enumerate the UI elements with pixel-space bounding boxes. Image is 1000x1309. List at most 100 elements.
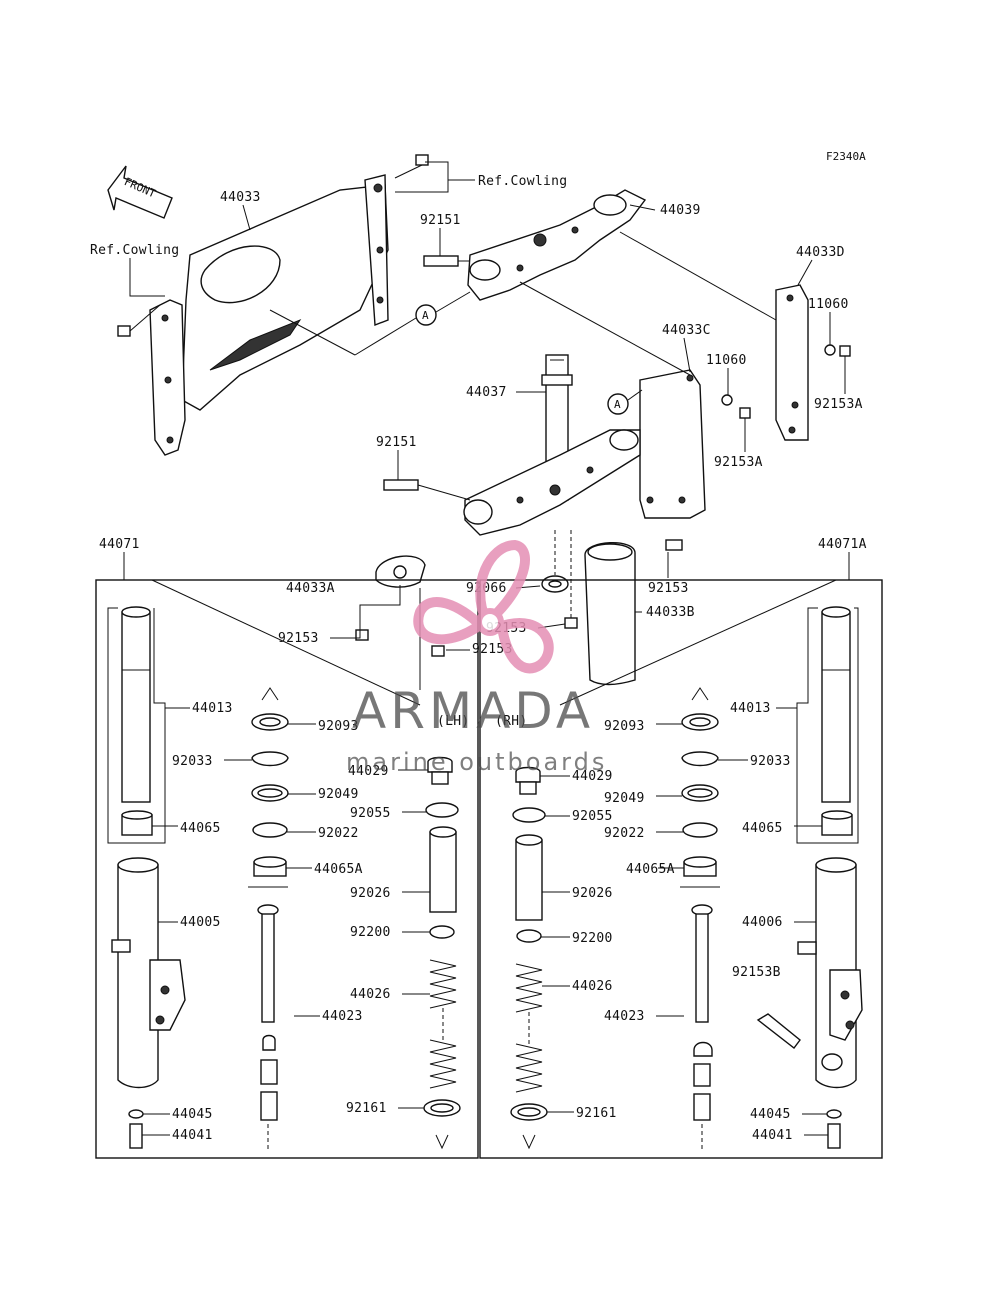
label-44006: 44006 xyxy=(742,915,783,930)
bracket-44033 xyxy=(181,174,389,411)
damper-rod-44023-right xyxy=(680,886,720,1150)
label-92153A-mid: 92153A xyxy=(714,455,763,470)
bolt-icon xyxy=(431,645,445,657)
washer-92022-left xyxy=(252,822,288,838)
label-92151-mid: 92151 xyxy=(376,435,417,450)
label-44045-left: 44045 xyxy=(172,1107,213,1122)
label-44023-left: 44023 xyxy=(322,1009,363,1024)
bushing-44065A-left xyxy=(253,856,287,877)
label-92153-b: 92153 xyxy=(278,631,319,646)
clip-92033-right xyxy=(681,751,719,767)
label-44033: 44033 xyxy=(220,190,261,205)
spring-44026-left xyxy=(429,959,457,1089)
label-44033D: 44033D xyxy=(796,245,845,260)
watermark-tagline: marine outboards xyxy=(346,748,607,776)
bolt-92153B xyxy=(756,1013,801,1049)
label-44005: 44005 xyxy=(180,915,221,930)
outer-tube-44006 xyxy=(797,857,863,1089)
right-fork-frame xyxy=(479,579,883,1159)
washer-44045-right xyxy=(826,1109,842,1119)
o-ring-92055-left xyxy=(425,802,459,818)
label-rh: (RH) xyxy=(495,714,528,729)
inner-tube-44013-right xyxy=(821,606,851,803)
seal-92161-right xyxy=(510,1103,548,1150)
damper-rod-44023-left xyxy=(248,886,288,1150)
spacer-92026-left xyxy=(429,826,457,913)
watermark-brand: ARMADA xyxy=(352,682,594,740)
marker-a-icon: A xyxy=(269,291,471,356)
side-plate-left xyxy=(149,299,186,456)
bolt-44041-right xyxy=(827,1123,841,1149)
figure-code: F2340A xyxy=(826,150,866,163)
bushing-44065A-right xyxy=(683,856,717,877)
seal-92049-right xyxy=(681,784,719,802)
label-44026-left: 44026 xyxy=(350,987,391,1002)
bushing-44065-right xyxy=(821,810,853,836)
label-92026-right: 92026 xyxy=(572,886,613,901)
brand-logo-icon xyxy=(413,539,554,674)
label-92161-left: 92161 xyxy=(346,1101,387,1116)
cap-bolt-44029-right xyxy=(515,766,541,795)
label-92049-left: 92049 xyxy=(318,787,359,802)
label-92153A-right: 92153A xyxy=(814,397,863,412)
bolt-92151-mid xyxy=(383,479,419,491)
cover-44033C xyxy=(639,369,706,519)
label-92161-right: 92161 xyxy=(576,1106,617,1121)
spacer-92026-right xyxy=(515,834,543,921)
label-44023-right: 44023 xyxy=(604,1009,645,1024)
label-92066: 92066 xyxy=(466,581,507,596)
label-92055-right: 92055 xyxy=(572,809,613,824)
label-44065-left: 44065 xyxy=(180,821,221,836)
label-44033A: 44033A xyxy=(286,581,335,596)
label-92026-left: 92026 xyxy=(350,886,391,901)
label-44065-right: 44065 xyxy=(742,821,783,836)
washer-92200-left xyxy=(429,925,455,939)
label-44041-left: 44041 xyxy=(172,1128,213,1143)
label-92033-left: 92033 xyxy=(172,754,213,769)
bolt-44041-left xyxy=(129,1123,143,1149)
label-ref-cowling-top: Ref.Cowling xyxy=(478,174,567,189)
label-11060-right: 11060 xyxy=(808,297,849,312)
inner-tube-44013-left xyxy=(121,606,151,803)
washer-92200-right xyxy=(516,929,542,943)
o-ring-92055-right xyxy=(512,807,546,823)
washer-44045-left xyxy=(128,1109,144,1119)
label-44039: 44039 xyxy=(660,203,701,218)
label-44071A: 44071A xyxy=(818,537,867,552)
seal-92093-right xyxy=(681,713,719,731)
label-92049-right: 92049 xyxy=(604,791,645,806)
label-44071: 44071 xyxy=(99,537,140,552)
label-92151-top: 92151 xyxy=(420,213,461,228)
outer-tube-44005 xyxy=(111,857,186,1089)
label-44013-left: 44013 xyxy=(192,701,233,716)
label-44029-right: 44029 xyxy=(572,769,613,784)
seal-92093-left xyxy=(251,713,289,731)
label-92200-right: 92200 xyxy=(572,931,613,946)
seal-92161-left xyxy=(423,1099,461,1150)
label-92093-right: 92093 xyxy=(604,719,645,734)
marker-a-label: A xyxy=(422,309,429,322)
label-44065A-left: 44065A xyxy=(314,862,363,877)
label-11060-mid: 11060 xyxy=(706,353,747,368)
bushing-44065-left xyxy=(121,810,153,836)
bolt-92151-top xyxy=(423,255,470,267)
cover-44033D xyxy=(775,284,809,441)
label-92153B: 92153B xyxy=(732,965,781,980)
left-fork-frame xyxy=(95,579,479,1159)
label-92022-left: 92022 xyxy=(318,826,359,841)
washer-92022-right xyxy=(682,822,718,838)
label-44041-right: 44041 xyxy=(752,1128,793,1143)
lower-triple-clamp xyxy=(463,429,641,536)
cap-bolt-44029-left xyxy=(427,756,453,785)
label-44033B: 44033B xyxy=(646,605,695,620)
marker-a-icon: A xyxy=(607,389,643,415)
bolt-icon xyxy=(117,304,161,337)
cover-44033B xyxy=(584,542,636,686)
marker-a-label-2: A xyxy=(614,398,621,411)
bolt-icon xyxy=(355,629,369,641)
label-ref-cowling-left: Ref.Cowling xyxy=(90,243,179,258)
label-92153-a: 92153 xyxy=(648,581,689,596)
cover-44033A xyxy=(375,555,426,588)
label-92200-left: 92200 xyxy=(350,925,391,940)
